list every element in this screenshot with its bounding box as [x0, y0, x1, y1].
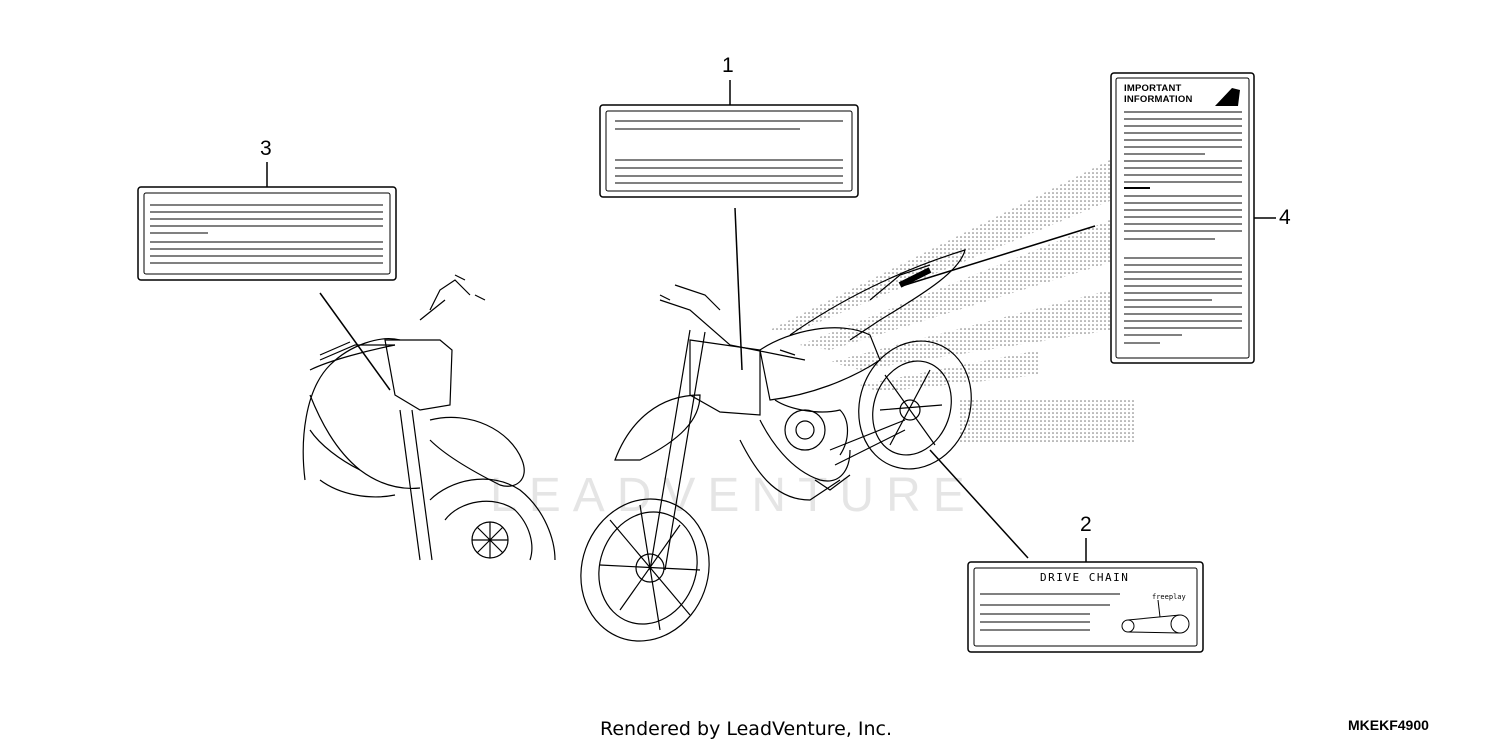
chain-diagram-icon: [1121, 599, 1190, 634]
footer-part-code: MKEKF4900: [1348, 717, 1429, 733]
honda-wing-icon: [1215, 88, 1240, 106]
label-4-heading-line2: INFORMATION: [1124, 94, 1193, 105]
watermark-text: LEADVENTURE: [490, 469, 977, 522]
footer-rendered-by: Rendered by LeadVenture, Inc.: [600, 718, 893, 740]
label-3[interactable]: [137, 186, 397, 281]
label-2-title: DRIVE CHAIN: [1040, 571, 1130, 584]
label-1[interactable]: [599, 104, 859, 198]
left-motorcycle-drawing: [302, 274, 556, 561]
callout-2[interactable]: 2: [1080, 513, 1092, 536]
honda-wing-logo: [770, 160, 1135, 442]
label-2-freeplay-text: freeplay: [1152, 593, 1186, 601]
leader-lines: [266, 80, 1276, 562]
right-motorcycle-drawing: [580, 249, 972, 642]
callout-1[interactable]: 1: [722, 54, 734, 77]
label-4[interactable]: [1110, 72, 1255, 364]
label-2[interactable]: [967, 561, 1204, 653]
label-4-heading-line1: IMPORTANT: [1124, 83, 1182, 94]
callout-3[interactable]: 3: [260, 137, 272, 160]
callout-4[interactable]: 4: [1279, 206, 1291, 229]
